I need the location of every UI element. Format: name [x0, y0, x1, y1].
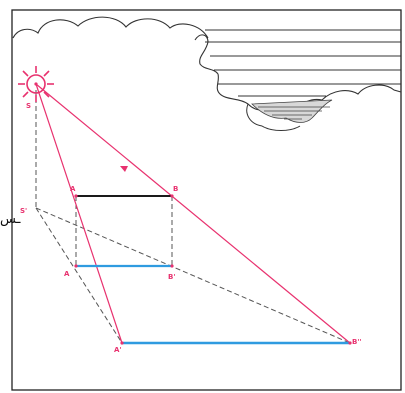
light-point — [34, 82, 37, 85]
label-foot-a: A — [64, 270, 70, 278]
label-shadow-a: A' — [114, 346, 122, 354]
label-foot-b: B' — [168, 273, 175, 281]
label-top-b: B — [173, 185, 178, 193]
edge-glyph: ـس — [0, 212, 21, 227]
label-light-foot: S' — [20, 207, 27, 215]
diagram-frame — [12, 10, 401, 390]
label-shadow-b: B'' — [352, 338, 362, 346]
label-top-a: A — [70, 185, 76, 193]
label-light-source: S — [26, 102, 31, 110]
